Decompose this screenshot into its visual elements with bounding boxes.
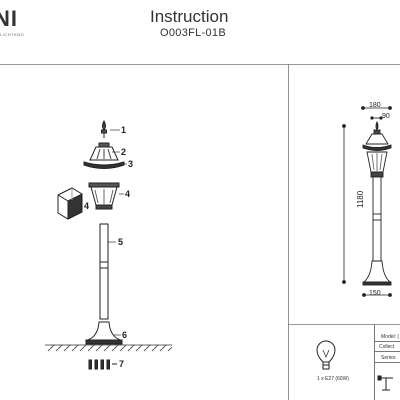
- collection-label: Collect: [379, 344, 395, 350]
- drawing-frame: [0, 64, 400, 400]
- dim-top-width: 180: [369, 102, 381, 109]
- ground-hatching: [45, 344, 173, 352]
- callout-2: 2: [121, 147, 127, 157]
- callout-4-shade: 4: [125, 189, 131, 199]
- callout-1: 1: [121, 125, 127, 135]
- callout-5: 5: [118, 237, 124, 247]
- lamp-elevation: [362, 120, 392, 286]
- callout-7: 7: [119, 359, 125, 369]
- lamp-roof-part: [83, 142, 125, 169]
- dim-base-width: 150: [369, 290, 381, 297]
- brand-logo-subtext: LICHTENG: [0, 32, 25, 37]
- callout-leaders: [108, 129, 127, 336]
- anchor-bolts-part: [88, 359, 117, 370]
- glass-shade-part: [88, 182, 120, 210]
- callout-6: 6: [122, 330, 128, 340]
- callout-4-box: 4: [84, 201, 90, 211]
- pole-part: [99, 223, 109, 320]
- spec-panel: [288, 324, 400, 391]
- bulb-spec-label: 1 x E27 (60W): [317, 376, 349, 382]
- model-code: O003FL-01B: [160, 27, 226, 39]
- glass-box-part: [57, 187, 83, 220]
- spec-table-rule: [374, 351, 400, 352]
- dim-finial-width: 90: [382, 113, 390, 120]
- dim-height: 1180: [356, 190, 365, 208]
- brand-logo: NI: [0, 6, 18, 31]
- series-label: Series:: [381, 355, 397, 361]
- exploded-view: [45, 120, 173, 370]
- bulb-icon: [316, 340, 336, 370]
- mount-icon: [377, 375, 393, 391]
- document-title: Instruction: [150, 7, 229, 26]
- dimension-drawing: [342, 106, 392, 297]
- spec-table-rule: [374, 362, 400, 363]
- pole-base-part: [85, 321, 123, 345]
- finial-part: [101, 120, 107, 138]
- callout-3: 3: [128, 159, 134, 169]
- spec-table-rule: [374, 341, 400, 342]
- model-label: Model: (: [381, 334, 400, 340]
